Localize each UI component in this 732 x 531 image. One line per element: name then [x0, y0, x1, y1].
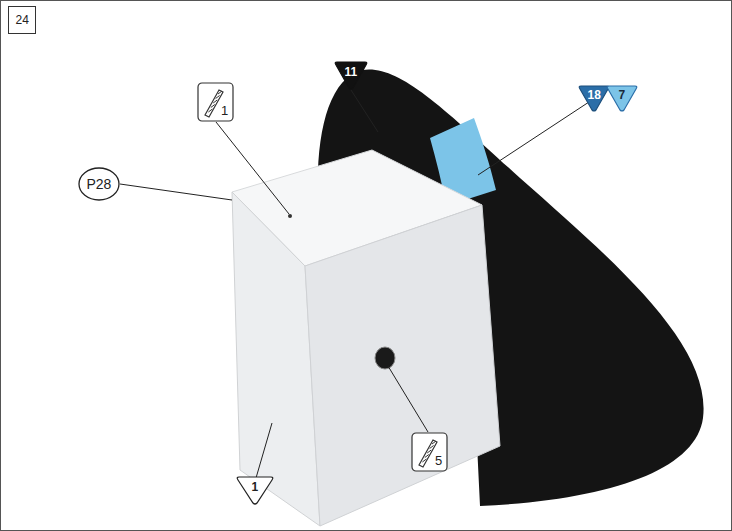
drill-bit-symbol	[419, 440, 437, 467]
leader-line	[478, 100, 592, 175]
drill-bit-symbol	[205, 90, 223, 117]
flute-line	[211, 105, 215, 108]
drill-mark	[288, 214, 292, 218]
part-circle	[79, 168, 119, 200]
flute-line	[218, 91, 222, 94]
material-tag: 7	[606, 84, 638, 112]
flute-line	[422, 459, 426, 462]
material-triangle	[237, 477, 273, 504]
tool-frame	[412, 433, 447, 471]
callout-number: 11	[345, 66, 358, 78]
leader-line	[351, 90, 378, 132]
drill-flutes	[422, 441, 436, 462]
callout-number: 5	[435, 454, 442, 467]
node-outline	[411, 432, 448, 472]
step-number-box: 24	[8, 6, 36, 34]
leader-line	[388, 366, 428, 432]
callout-number: 1	[252, 481, 259, 493]
material-triangle	[607, 86, 637, 111]
drill-tool-box: 1	[197, 82, 234, 122]
drill-flutes	[208, 91, 222, 112]
callout-number: 18	[588, 89, 601, 101]
flute-line	[430, 446, 434, 449]
flute-line	[432, 441, 436, 444]
step-frame	[9, 7, 36, 34]
node-outline	[197, 82, 234, 122]
leader-line	[256, 423, 272, 478]
material-tag: 11	[334, 60, 368, 90]
part-callout: P28	[78, 167, 120, 201]
material-triangle	[335, 62, 367, 89]
callout-number: 1	[221, 104, 228, 117]
flute-line	[427, 450, 431, 453]
callout-number: P28	[87, 177, 112, 191]
material-tag: 1	[236, 475, 274, 505]
tool-frame	[198, 83, 233, 121]
callout-number: 7	[619, 89, 626, 101]
material-tag: 18	[578, 84, 610, 112]
cube-left	[232, 192, 320, 526]
flute-line	[425, 455, 429, 458]
drill-hole	[375, 347, 395, 369]
cube-front	[305, 205, 500, 526]
flute-line	[208, 109, 212, 112]
leader-line	[216, 122, 289, 214]
flute-line	[213, 100, 217, 103]
leader-line	[120, 184, 232, 200]
drill-tool-box: 5	[411, 432, 448, 472]
callout-number: 24	[16, 14, 29, 26]
material-triangle	[579, 86, 609, 111]
flute-line	[216, 96, 220, 99]
